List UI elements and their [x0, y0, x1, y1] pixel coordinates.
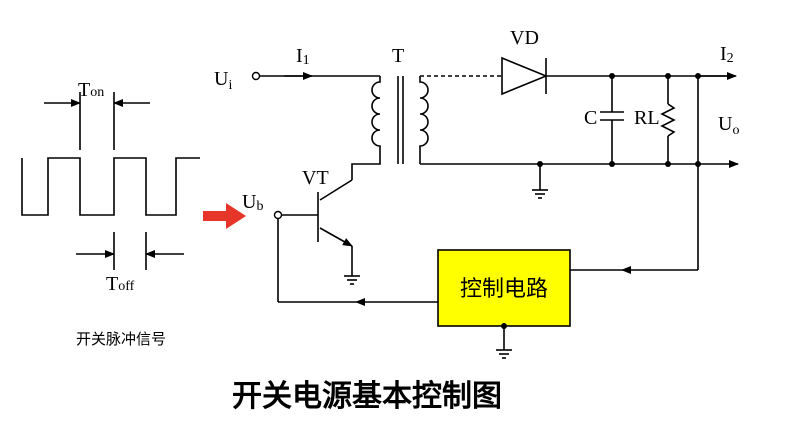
ground-symbol-control: [496, 326, 512, 359]
pulse-caption: 开关脉冲信号: [76, 330, 166, 348]
ton-label: Ton: [78, 79, 104, 101]
diagram-title: 开关电源基本控制图: [232, 379, 502, 414]
node-rl-bottom: [665, 161, 671, 167]
signal-arrow: [203, 203, 246, 229]
i2-label: I2: [720, 43, 734, 66]
ground-symbol-emitter: [344, 275, 360, 285]
transformer-primary: [351, 76, 381, 180]
vd-label: VD: [510, 27, 539, 49]
ub-label: Ub: [242, 191, 263, 214]
transformer-label: T: [392, 45, 404, 67]
transistor-collector: [319, 179, 353, 201]
toff-label: Toff: [106, 273, 135, 295]
base-terminal: [273, 210, 283, 220]
control-circuit-box: [437, 249, 571, 327]
uo-label: Uo: [718, 113, 739, 138]
ui-label: Ui: [214, 68, 232, 93]
ground-symbol-secondary: [532, 164, 548, 199]
control-circuit-label: 控制电路: [460, 277, 548, 302]
resistor-rl: [660, 103, 676, 137]
input-terminal: [251, 71, 261, 81]
diode-vd: [501, 56, 549, 96]
i1-label: I1: [296, 45, 310, 68]
c-label: C: [584, 107, 597, 129]
node-c-bottom: [609, 161, 615, 167]
pulse-waveform: [21, 157, 200, 216]
rl-label: RL: [634, 107, 660, 129]
transistor-emitter: [319, 227, 353, 247]
vt-label: VT: [302, 167, 329, 189]
transformer-secondary: [419, 76, 429, 164]
